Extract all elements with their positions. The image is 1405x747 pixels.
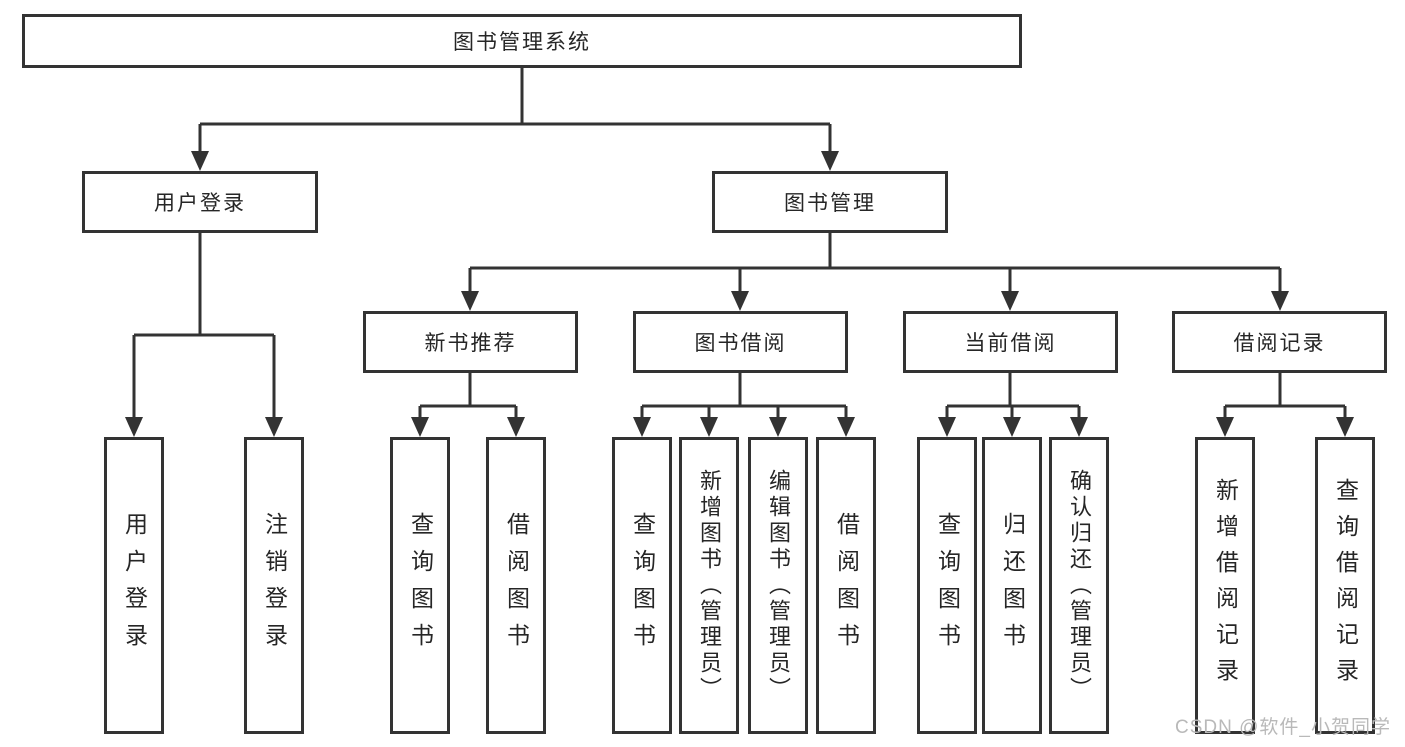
- arrowhead-down-icon: [633, 417, 651, 437]
- leaf-user-login: 用户登录: [104, 437, 164, 734]
- leaf-label: 查询图书: [407, 511, 434, 660]
- leaf-logout: 注销登录: [244, 437, 304, 734]
- leaf-label: 新增借阅记录: [1212, 477, 1239, 694]
- leaf-label: 用户登录: [121, 511, 148, 660]
- connector-current-borrow: [938, 373, 1088, 437]
- node-current-borrow: 当前借阅: [903, 311, 1118, 373]
- arrowhead-down-icon: [191, 151, 209, 171]
- leaf-label: 查询图书: [629, 511, 656, 660]
- arrowhead-down-icon: [507, 417, 525, 437]
- connector-new-book-recommend: [411, 373, 525, 437]
- arrowhead-down-icon: [1216, 417, 1234, 437]
- arrowhead-down-icon: [700, 417, 718, 437]
- node-book-borrow: 图书借阅: [633, 311, 848, 373]
- node-root-system: 图书管理系统: [22, 14, 1022, 68]
- arrowhead-down-icon: [821, 151, 839, 171]
- connector-book-borrow: [633, 373, 855, 437]
- arrowhead-down-icon: [1271, 291, 1289, 311]
- connector-book-management: [461, 233, 1289, 311]
- leaf-query-borrow-record: 查询借阅记录: [1315, 437, 1375, 734]
- arrowhead-down-icon: [1336, 417, 1354, 437]
- leaf-label: 借阅图书: [503, 511, 530, 660]
- node-new-book-recommend: 新书推荐: [363, 311, 578, 373]
- leaf-add-borrow-record: 新增借阅记录: [1195, 437, 1255, 734]
- connector-root: [191, 68, 839, 171]
- leaf-return-books: 归还图书: [982, 437, 1042, 734]
- arrowhead-down-icon: [1003, 417, 1021, 437]
- leaf-label: 确认归还（管理员）: [1067, 468, 1092, 703]
- leaf-confirm-return-admin: 确认归还（管理员）: [1049, 437, 1109, 734]
- leaf-query-books-current: 查询图书: [917, 437, 977, 734]
- connector-borrow-records: [1216, 373, 1354, 437]
- leaf-label: 借阅图书: [833, 511, 860, 660]
- leaf-label: 注销登录: [261, 511, 288, 660]
- arrowhead-down-icon: [938, 417, 956, 437]
- connector-user-login: [125, 233, 283, 437]
- arrowhead-down-icon: [265, 417, 283, 437]
- leaf-borrow-books: 借阅图书: [816, 437, 876, 734]
- leaf-query-books-borrow: 查询图书: [612, 437, 672, 734]
- arrowhead-down-icon: [837, 417, 855, 437]
- node-book-management: 图书管理: [712, 171, 948, 233]
- node-user-login: 用户登录: [82, 171, 318, 233]
- leaf-label: 新增图书（管理员）: [697, 468, 722, 703]
- arrowhead-down-icon: [731, 291, 749, 311]
- arrowhead-down-icon: [125, 417, 143, 437]
- node-borrow-records: 借阅记录: [1172, 311, 1387, 373]
- leaf-label: 查询借阅记录: [1332, 477, 1359, 694]
- leaf-borrow-books-recommend: 借阅图书: [486, 437, 546, 734]
- leaf-edit-books-admin: 编辑图书（管理员）: [748, 437, 808, 734]
- leaf-query-books-recommend: 查询图书: [390, 437, 450, 734]
- leaf-label: 查询图书: [934, 511, 961, 660]
- csdn-watermark: CSDN @软件_小贺同学: [1175, 717, 1391, 738]
- arrowhead-down-icon: [1070, 417, 1088, 437]
- arrowhead-down-icon: [461, 291, 479, 311]
- arrowhead-down-icon: [1001, 291, 1019, 311]
- arrowhead-down-icon: [411, 417, 429, 437]
- leaf-add-books-admin: 新增图书（管理员）: [679, 437, 739, 734]
- leaf-label: 编辑图书（管理员）: [766, 468, 791, 703]
- leaf-label: 归还图书: [999, 511, 1026, 660]
- arrowhead-down-icon: [769, 417, 787, 437]
